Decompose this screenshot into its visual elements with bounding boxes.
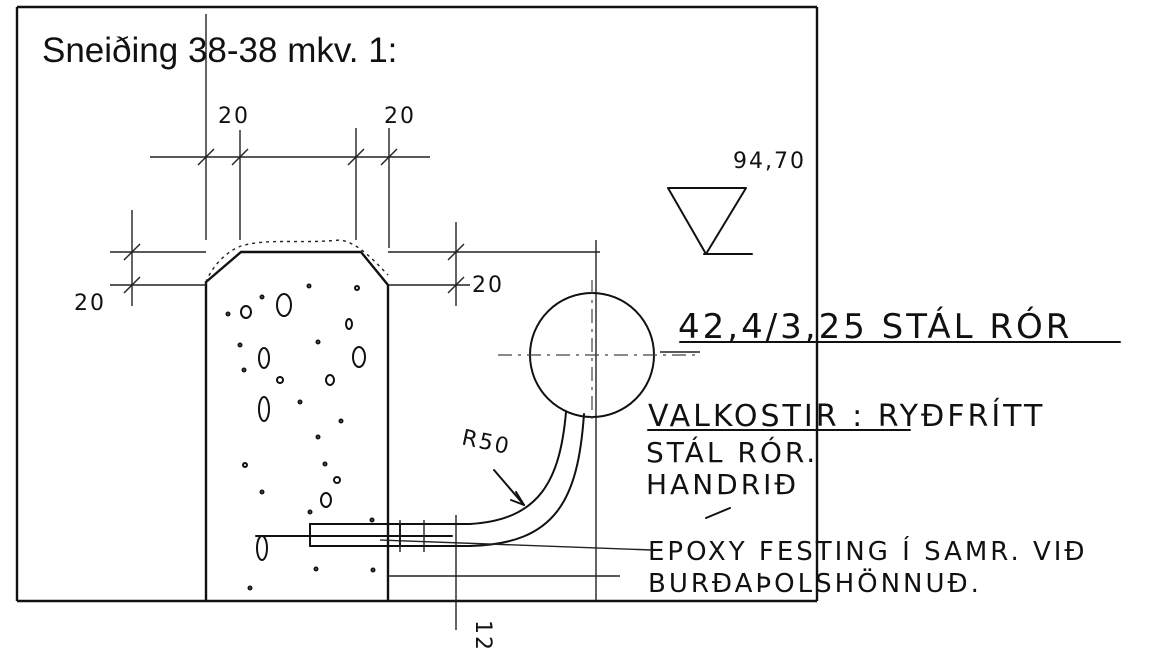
- dimension-lines: [110, 14, 620, 630]
- aggregate-pattern: [225, 283, 376, 591]
- handrail-pipe: [498, 280, 700, 420]
- pipe-label: 42,4/3,25 STÁL RÓR: [678, 306, 1072, 347]
- section-title: Sneiðing 38-38 mkv. 1:: [42, 31, 397, 70]
- alternative-note-line3: HANDRIÐ: [646, 468, 799, 501]
- epoxy-note: EPOXY FESTING Í SAMR. VIÐ BURÐAÞOLSHÖNNU…: [379, 535, 1088, 599]
- dim-top-left: 20: [218, 104, 250, 129]
- drawing-frame: [15, 5, 819, 603]
- epoxy-note-line2: BURÐAÞOLSHÖNNUÐ.: [648, 567, 982, 599]
- alternative-note-line1: VALKOSTIR : RYÐFRÍTT: [648, 398, 1045, 434]
- radius-leader: [493, 469, 525, 506]
- dim-top-right: 20: [384, 104, 416, 129]
- radius-label: R50: [459, 425, 512, 460]
- pipe-note: 42,4/3,25 STÁL RÓR: [678, 306, 1121, 347]
- dim-left-side: 20: [74, 291, 106, 316]
- level-marker: [667, 187, 753, 255]
- level-value: 94,70: [733, 149, 806, 174]
- dim-right-side: 20: [472, 273, 504, 298]
- concrete-wall: [204, 239, 390, 601]
- radius-arrow-icon: [510, 491, 525, 506]
- anchor-bar: [255, 411, 585, 552]
- alternative-note: VALKOSTIR : RYÐFRÍTT STÁL RÓR. HANDRIÐ: [646, 398, 1045, 519]
- dim-bottom: 12: [470, 620, 495, 652]
- alternative-note-line2: STÁL RÓR.: [646, 435, 818, 469]
- epoxy-note-line1: EPOXY FESTING Í SAMR. VIÐ: [648, 535, 1088, 567]
